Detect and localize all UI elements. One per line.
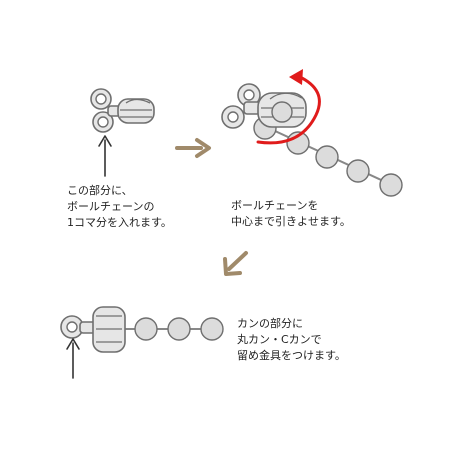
chain-ball	[200, 317, 224, 341]
chain-ball	[167, 317, 191, 341]
caption-line: カンの部分に	[237, 317, 303, 330]
caption-line: 1コマ分を入れます。	[67, 216, 172, 229]
caption-line: ボールチェーンの	[67, 200, 155, 213]
clasp-loop-upper-hole	[243, 89, 255, 101]
chain-ball	[134, 317, 158, 341]
clasp-loop-upper-hole	[95, 93, 107, 105]
step3-ballchain	[110, 317, 224, 341]
chain-ball	[315, 145, 339, 169]
caption-line: 丸カン・Cカンで	[237, 333, 322, 346]
clasp-barrel-slot	[125, 98, 151, 104]
step1-clasp	[90, 88, 155, 133]
up-arrow-icon	[66, 338, 80, 379]
caption-line: この部分に、	[67, 184, 133, 197]
caption-line: ボールチェーンを	[231, 199, 319, 212]
caption-line: 留め金具をつけます。	[237, 349, 346, 362]
down-left-arrow-icon	[223, 251, 248, 276]
step1-caption: この部分に、 ボールチェーンの 1コマ分を入れます。	[67, 183, 172, 231]
chain-ball	[379, 173, 403, 197]
clasp-loop-lower-hole	[97, 116, 109, 128]
step2-caption: ボールチェーンを 中心まで引きよせます。	[231, 198, 351, 230]
clasp-loop-lower-hole	[227, 111, 239, 123]
step3-caption: カンの部分に 丸カン・Cカンで 留め金具をつけます。	[237, 316, 346, 364]
chain-ball	[346, 159, 370, 183]
clasp-loop-hole	[66, 321, 78, 333]
caption-line: 中心まで引きよせます。	[231, 215, 351, 228]
step2-ballchain	[253, 116, 403, 197]
chain-ball-inserted	[271, 101, 293, 123]
clasp-barrel-slot	[269, 92, 303, 100]
step2-clasp	[221, 83, 307, 129]
step3-clasp	[60, 306, 126, 353]
right-arrow-icon	[175, 138, 211, 158]
rotate-arrow-icon	[256, 69, 321, 145]
up-arrow-icon	[98, 135, 112, 177]
